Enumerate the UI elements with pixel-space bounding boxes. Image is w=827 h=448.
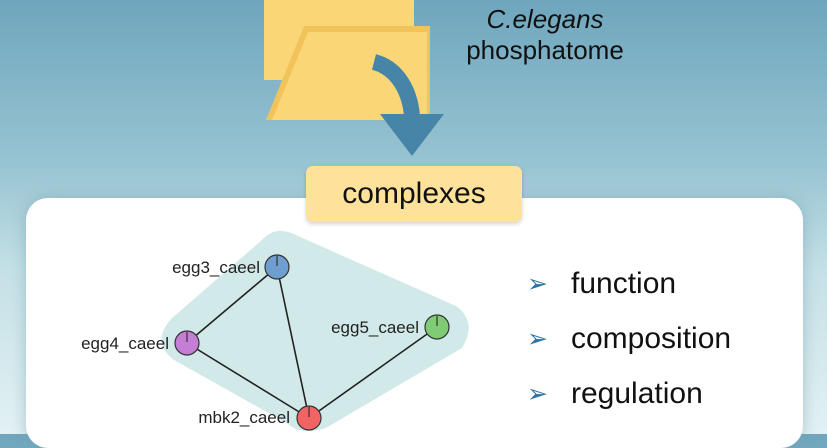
bullet-label-function: function [571, 266, 677, 300]
bullet-label-composition: composition [571, 321, 732, 355]
edge-egg3-egg4 [186, 266, 278, 344]
edge-egg3-mbk2 [276, 266, 310, 419]
complex-network: egg3_caeel egg4_caeel egg5_caeel mbk2_ca… [81, 230, 469, 432]
node-egg4 [174, 330, 200, 356]
curved-arrow-icon [371, 54, 444, 156]
node-label-egg3: egg3_caeel [172, 258, 260, 277]
species-name: C.elegans [486, 4, 604, 34]
edge-egg4-mbk2 [186, 342, 310, 419]
arrow-bullet-icon: ➢ [527, 269, 548, 298]
folder-icon [264, 0, 430, 120]
node-egg3 [264, 254, 290, 280]
feature-list: ➢ function ➢ composition ➢ regulation [527, 256, 731, 421]
node-egg5 [424, 314, 450, 340]
list-item: ➢ regulation [527, 366, 731, 421]
node-label-mbk2: mbk2_caeel [198, 408, 290, 427]
list-item: ➢ function [527, 256, 731, 311]
complex-hull [161, 230, 469, 432]
header-title: C.elegans phosphatome [430, 4, 660, 66]
node-label-egg4: egg4_caeel [81, 334, 169, 353]
arrow-bullet-icon: ➢ [527, 379, 548, 408]
edge-egg5-mbk2 [308, 326, 438, 419]
arrow-bullet-icon: ➢ [527, 324, 548, 353]
complexes-badge: complexes [306, 166, 522, 222]
node-label-egg5: egg5_caeel [331, 318, 419, 337]
node-mbk2 [296, 405, 322, 431]
list-item: ➢ composition [527, 311, 731, 366]
bullet-label-regulation: regulation [571, 376, 703, 410]
subject-name: phosphatome [466, 35, 624, 65]
